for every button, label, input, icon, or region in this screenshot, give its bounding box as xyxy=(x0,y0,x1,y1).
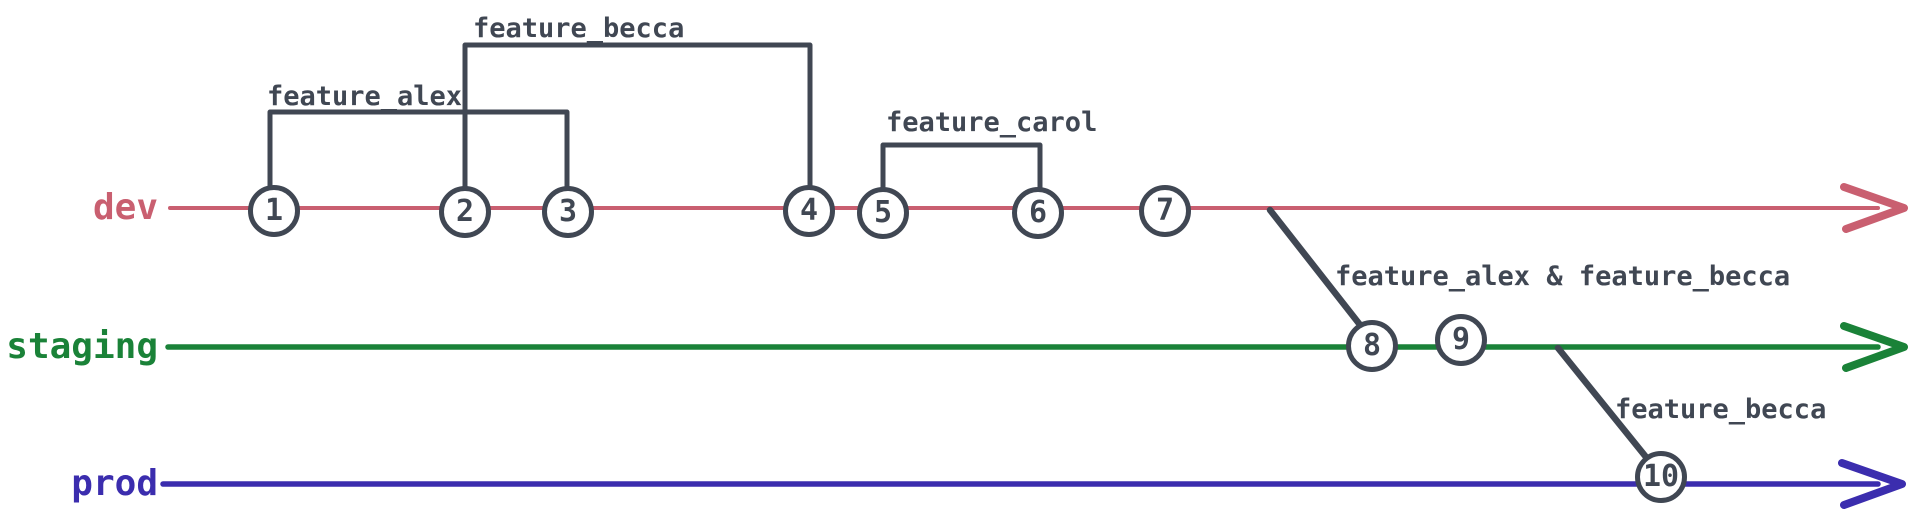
feature-label-becca: feature_becca xyxy=(473,13,685,44)
prod-arrowhead-icon xyxy=(1838,459,1906,509)
feature-label-alex: feature_alex xyxy=(267,81,463,112)
commit-node-2: 2 xyxy=(439,186,491,238)
commit-node-3: 3 xyxy=(542,186,594,238)
branch-label-prod: prod xyxy=(71,463,158,504)
merge-label-alex-becca: feature_alex & feature_becca xyxy=(1335,261,1791,292)
branch-label-staging: staging xyxy=(6,326,158,367)
merge-label-becca: feature_becca xyxy=(1615,394,1827,425)
feature-alex-bracket xyxy=(267,109,570,203)
staging-arrowhead-icon xyxy=(1840,322,1908,372)
commit-node-5: 5 xyxy=(857,187,909,239)
commit-node-9: 9 xyxy=(1435,314,1487,366)
merge-line-staging-to-prod xyxy=(1554,344,1654,466)
dev-arrowhead-icon xyxy=(1840,183,1908,233)
branch-label-dev: dev xyxy=(92,187,158,228)
commit-node-4: 4 xyxy=(783,185,835,237)
commit-node-7: 7 xyxy=(1139,185,1191,237)
commit-node-10: 10 xyxy=(1635,451,1687,503)
commit-node-8: 8 xyxy=(1346,320,1398,372)
feature-label-carol: feature_carol xyxy=(886,107,1098,138)
feature-becca-bracket xyxy=(462,42,813,202)
commit-node-6: 6 xyxy=(1012,187,1064,239)
merge-line-dev-to-staging xyxy=(1266,206,1372,339)
feature-carol-bracket xyxy=(880,142,1043,203)
commit-node-1: 1 xyxy=(248,185,300,237)
